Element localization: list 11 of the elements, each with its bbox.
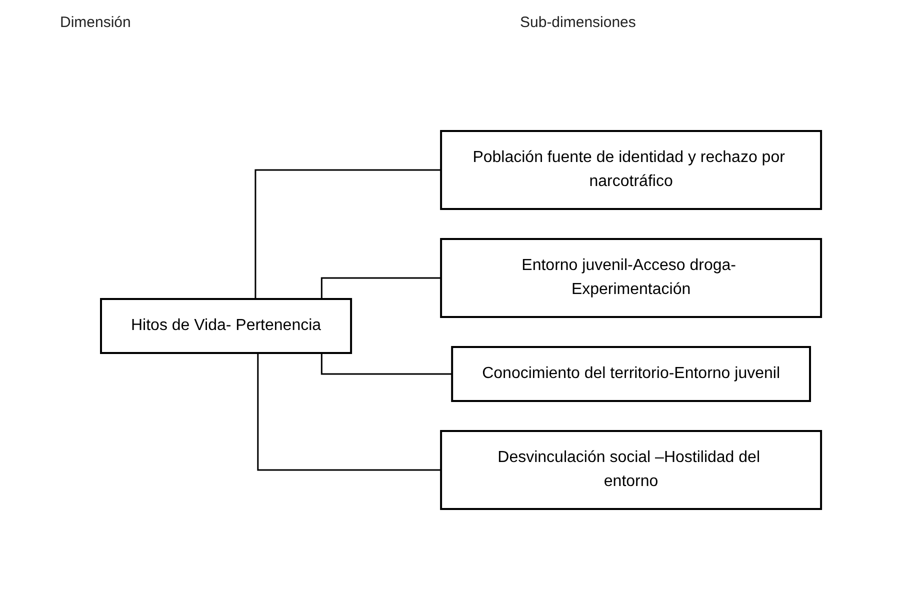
node-box: Población fuente de identidad y rechazo por narcotráfico — [440, 130, 822, 210]
column-heading: Dimensión — [60, 14, 131, 31]
node-box: Desvinculación social –Hostilidad del entorno — [440, 430, 822, 510]
connector — [254, 169, 442, 299]
connector — [320, 277, 442, 299]
column-heading: Sub-dimensiones — [520, 14, 636, 31]
connector — [320, 353, 452, 375]
node-box: Conocimiento del territorio-Entorno juvenil — [451, 346, 811, 402]
connector — [257, 353, 442, 471]
node-box: Hitos de Vida- Pertenencia — [100, 298, 352, 354]
node-box: Entorno juvenil-Acceso droga- Experimentación — [440, 238, 822, 318]
